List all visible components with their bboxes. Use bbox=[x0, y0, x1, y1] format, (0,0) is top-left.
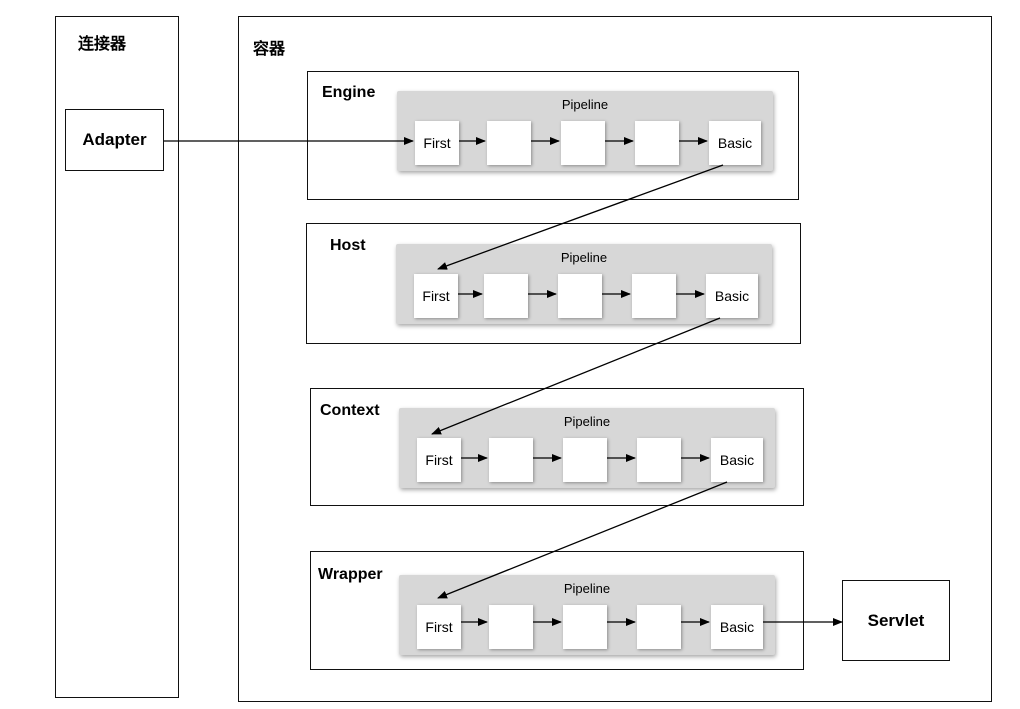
first-valve: First bbox=[417, 605, 461, 649]
basic-valve: Basic bbox=[709, 121, 761, 165]
first-valve: First bbox=[414, 274, 458, 318]
valve bbox=[637, 605, 681, 649]
basic-valve: Basic bbox=[706, 274, 758, 318]
engine-pipeline: Pipeline First Basic bbox=[397, 91, 773, 171]
host-pipeline: Pipeline First Basic bbox=[396, 244, 772, 324]
pipeline-label: Pipeline bbox=[561, 97, 609, 112]
valve bbox=[489, 438, 533, 482]
valve bbox=[489, 605, 533, 649]
host-label: Host bbox=[330, 237, 366, 254]
valve bbox=[484, 274, 528, 318]
engine-label: Engine bbox=[322, 84, 376, 101]
valve bbox=[637, 438, 681, 482]
connector-title: 连接器 bbox=[78, 36, 127, 53]
valve bbox=[635, 121, 679, 165]
first-valve: First bbox=[415, 121, 459, 165]
pipeline-label: Pipeline bbox=[560, 250, 608, 265]
wrapper-label: Wrapper bbox=[318, 566, 383, 583]
pipeline-label: Pipeline bbox=[563, 414, 611, 429]
valve bbox=[563, 438, 607, 482]
valve bbox=[563, 605, 607, 649]
valve bbox=[558, 274, 602, 318]
basic-valve: Basic bbox=[711, 438, 763, 482]
valve bbox=[632, 274, 676, 318]
pipeline-label: Pipeline bbox=[563, 581, 611, 596]
context-pipeline: Pipeline First Basic bbox=[399, 408, 775, 488]
adapter-box: Adapter bbox=[65, 109, 164, 171]
connector-frame bbox=[55, 16, 179, 698]
servlet-box: Servlet bbox=[842, 580, 950, 661]
context-label: Context bbox=[320, 402, 380, 419]
first-valve: First bbox=[417, 438, 461, 482]
container-frame bbox=[238, 16, 992, 702]
basic-valve: Basic bbox=[711, 605, 763, 649]
container-title: 容器 bbox=[253, 41, 286, 58]
wrapper-pipeline: Pipeline First Basic bbox=[399, 575, 775, 655]
valve bbox=[487, 121, 531, 165]
valve bbox=[561, 121, 605, 165]
